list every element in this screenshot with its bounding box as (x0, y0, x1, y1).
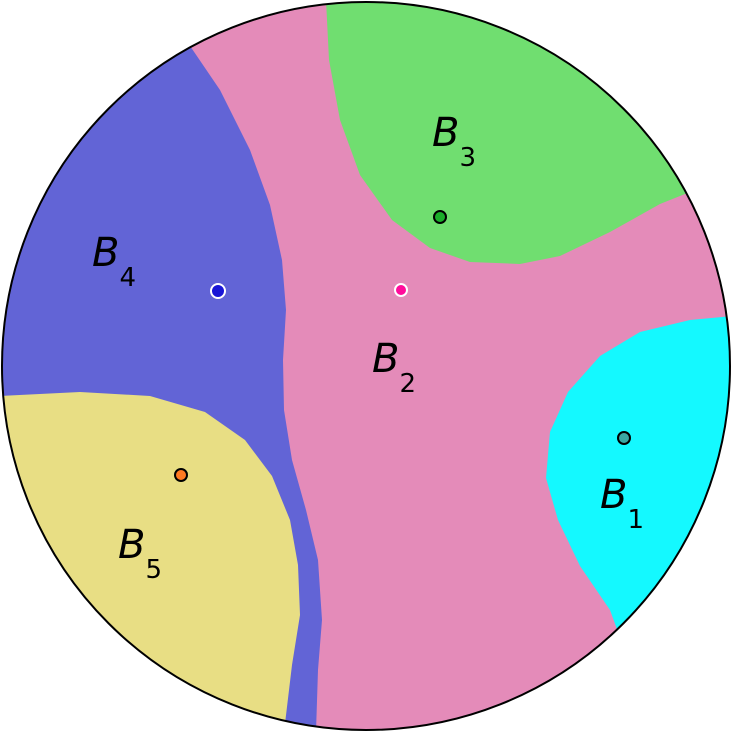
label-b3-index: 3 (459, 143, 476, 173)
center-marker-b2 (394, 283, 408, 297)
label-b2-index: 2 (399, 369, 416, 399)
label-b4-index: 4 (119, 263, 136, 293)
label-b5-letter: B (118, 522, 145, 568)
label-b2-letter: B (372, 336, 399, 382)
label-b5: B5 (118, 522, 162, 585)
center-marker-b3 (433, 210, 447, 224)
center-marker-b4 (210, 283, 226, 299)
label-b3-letter: B (432, 110, 459, 156)
label-b4: B4 (92, 230, 136, 293)
label-b2: B2 (372, 336, 416, 399)
label-b4-letter: B (92, 230, 119, 276)
center-marker-b1 (617, 431, 631, 445)
label-b1-index: 1 (627, 505, 644, 535)
label-b1-letter: B (600, 472, 627, 518)
center-marker-b5 (174, 468, 188, 482)
label-b1: B1 (600, 472, 644, 535)
label-b3: B3 (432, 110, 476, 173)
label-b5-index: 5 (145, 555, 162, 585)
